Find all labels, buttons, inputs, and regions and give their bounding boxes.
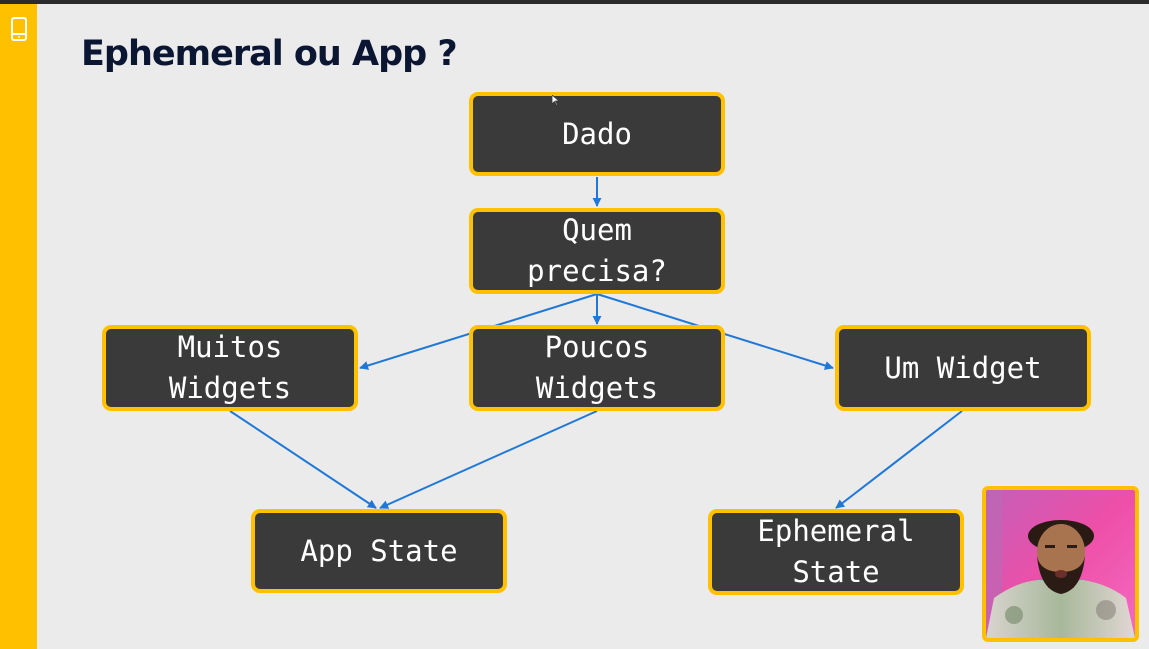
presenter-webcam — [982, 486, 1139, 642]
presenter-avatar — [986, 490, 1135, 638]
edge-poucos-widgets-app-state — [379, 410, 598, 509]
mouse-cursor-icon — [552, 95, 560, 106]
top-bar — [0, 0, 1149, 4]
node-quem-precisa: Quem precisa? — [469, 208, 725, 294]
node-poucos-widgets: Poucos Widgets — [469, 325, 725, 411]
phone-icon — [11, 17, 27, 41]
node-ephemeral-state: Ephemeral State — [708, 509, 964, 595]
slide-title: Ephemeral ou App ? — [81, 34, 458, 74]
node-um-widget: Um Widget — [835, 325, 1091, 411]
node-app-state: App State — [251, 509, 507, 593]
node-dado: Dado — [469, 92, 725, 176]
node-muitos-widgets: Muitos Widgets — [102, 325, 358, 411]
edge-um-widget-ephemeral-state — [835, 410, 963, 509]
sidebar-accent-bar — [0, 4, 37, 649]
edge-muitos-widgets-app-state — [229, 410, 377, 509]
